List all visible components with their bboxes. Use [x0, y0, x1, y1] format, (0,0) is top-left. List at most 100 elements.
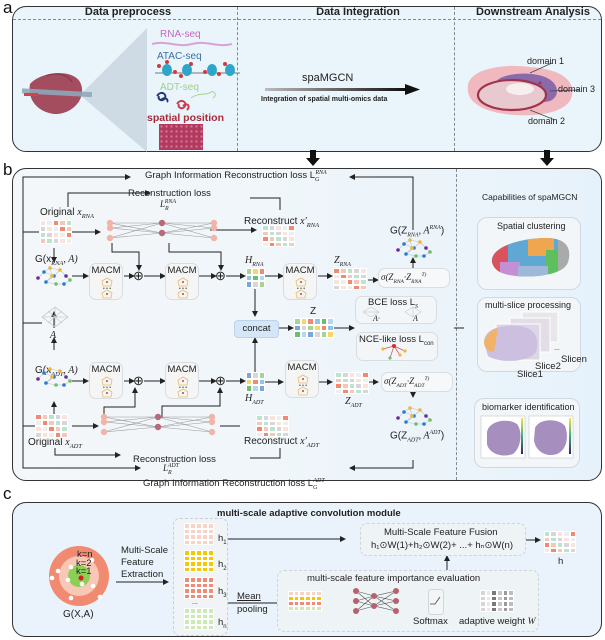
- matrix-cell: [320, 324, 328, 332]
- matrix-cell: [184, 619, 190, 625]
- matrix-cell: [202, 588, 208, 594]
- section-divider-1: [237, 7, 238, 151]
- network-node: [100, 428, 108, 436]
- matrix-cell: [35, 432, 42, 438]
- matrix-cell: [258, 385, 265, 392]
- matrix-cell: [184, 550, 190, 556]
- matrix-cell: [41, 432, 49, 438]
- matrix-cell: [190, 566, 196, 572]
- network-node: [154, 423, 162, 431]
- matrix-cell: [41, 414, 49, 420]
- matrix-cell: [184, 534, 190, 540]
- matrix-cell: [556, 536, 564, 542]
- graph-node: [44, 280, 48, 284]
- matrix-cell: [269, 426, 276, 432]
- matrix-cell: [190, 624, 196, 630]
- matrix-cell: [282, 431, 289, 437]
- matrix-cell: [339, 284, 347, 290]
- capabilities-title: Capabilities of spaMGCN: [482, 192, 578, 202]
- matrix-cell: [275, 415, 283, 421]
- graph-node: [410, 246, 414, 250]
- matrix-cell: [485, 606, 492, 612]
- panel-b-letter: b: [3, 160, 13, 179]
- matrix-cell: [196, 528, 202, 534]
- attention-module-icon: • • •: [101, 277, 113, 299]
- k-n-label: k=n: [77, 549, 93, 560]
- matrix-cell: [294, 331, 301, 338]
- section-divider-2: [454, 7, 455, 151]
- h-rna-matrix: [246, 268, 265, 288]
- matrix-cell: [316, 596, 322, 601]
- sigma-adt-label: σ(ZADT·ZADTT): [384, 376, 430, 389]
- matrix-cell: [288, 236, 295, 242]
- matrix-cell: [508, 606, 514, 612]
- graph-node: [402, 410, 406, 414]
- matrix-cell: [208, 555, 214, 561]
- mlp-network-icon: [353, 588, 399, 614]
- attention-module-icon: • • •: [177, 376, 189, 398]
- h1-label: h1: [218, 533, 227, 546]
- k-1-label: k=1: [76, 566, 92, 577]
- matrix-cell: [348, 388, 356, 394]
- network-node: [353, 588, 359, 594]
- matrix-cell: [190, 523, 196, 529]
- graph-z-adt-label: G(ZADT, AADT): [390, 430, 445, 444]
- matrix-cell: [202, 555, 208, 561]
- graph-z-rna-icon: [396, 238, 432, 258]
- graph-node: [48, 266, 52, 270]
- sigma-adt-box: [381, 372, 453, 392]
- matrix-cell: [275, 431, 283, 437]
- matrix-cell: [275, 420, 283, 426]
- bce-loss-label: BCE loss LS: [368, 297, 418, 310]
- matrix-cell: [333, 284, 340, 290]
- matrix-cell: [196, 577, 202, 583]
- matrix-cell: [40, 232, 47, 238]
- matrix-cell: [202, 523, 208, 529]
- matrix-cell: [333, 268, 340, 274]
- matrix-cell: [184, 555, 190, 561]
- matrix-cell: [313, 318, 321, 325]
- matrix-cell: [184, 624, 190, 630]
- matrix-cell: [281, 230, 289, 236]
- matrix-cell: [341, 372, 349, 378]
- slice-2-label: Slice2: [535, 361, 561, 372]
- matrix-cell: [258, 274, 265, 282]
- matrix-cell: [293, 606, 300, 611]
- matrix-cell: [54, 432, 62, 438]
- matrix-cell: [40, 226, 47, 232]
- matrix-cell: [262, 241, 269, 247]
- slice-n-label: Slicen: [561, 354, 587, 365]
- matrix-cell: [61, 420, 68, 426]
- slice-1-label: Slice1: [517, 369, 543, 380]
- reconstruct-rna-matrix: [262, 225, 295, 247]
- matrix-cell: [480, 606, 486, 612]
- z-rna-matrix: [333, 268, 367, 290]
- nce-loss-label: NCE-like loss Lcon: [359, 334, 434, 347]
- add-icon: ⊕: [215, 373, 226, 388]
- header-data-integration: Data Integration: [316, 6, 400, 18]
- matrix-cell: [491, 601, 497, 607]
- matrix-cell: [46, 226, 53, 232]
- macm-label: MACM: [285, 265, 315, 276]
- matrix-cell: [569, 542, 576, 548]
- matrix-cell: [184, 613, 190, 619]
- graph-node: [418, 240, 422, 244]
- matrix-cell: [252, 274, 259, 282]
- matrix-cell: [288, 230, 295, 236]
- network-node: [353, 608, 359, 614]
- matrix-cell: [202, 528, 208, 534]
- graph-node: [68, 278, 72, 282]
- mean-pooling-line1: Mean: [237, 591, 261, 602]
- z-matrix: [294, 318, 334, 338]
- matrix-cell: [307, 331, 314, 338]
- matrix-cell: [184, 523, 190, 529]
- matrix-cell: [246, 268, 253, 275]
- graph-node: [410, 414, 414, 418]
- matrix-cell: [52, 220, 60, 226]
- matrix-cell: [502, 606, 509, 612]
- matrix-cell: [202, 577, 208, 583]
- matrix-cell: [293, 596, 300, 601]
- matrix-cell: [262, 420, 270, 426]
- integration-caption: Integration of spatial multi-omics data: [261, 96, 388, 103]
- atac-nucleosome-icon: [155, 60, 240, 78]
